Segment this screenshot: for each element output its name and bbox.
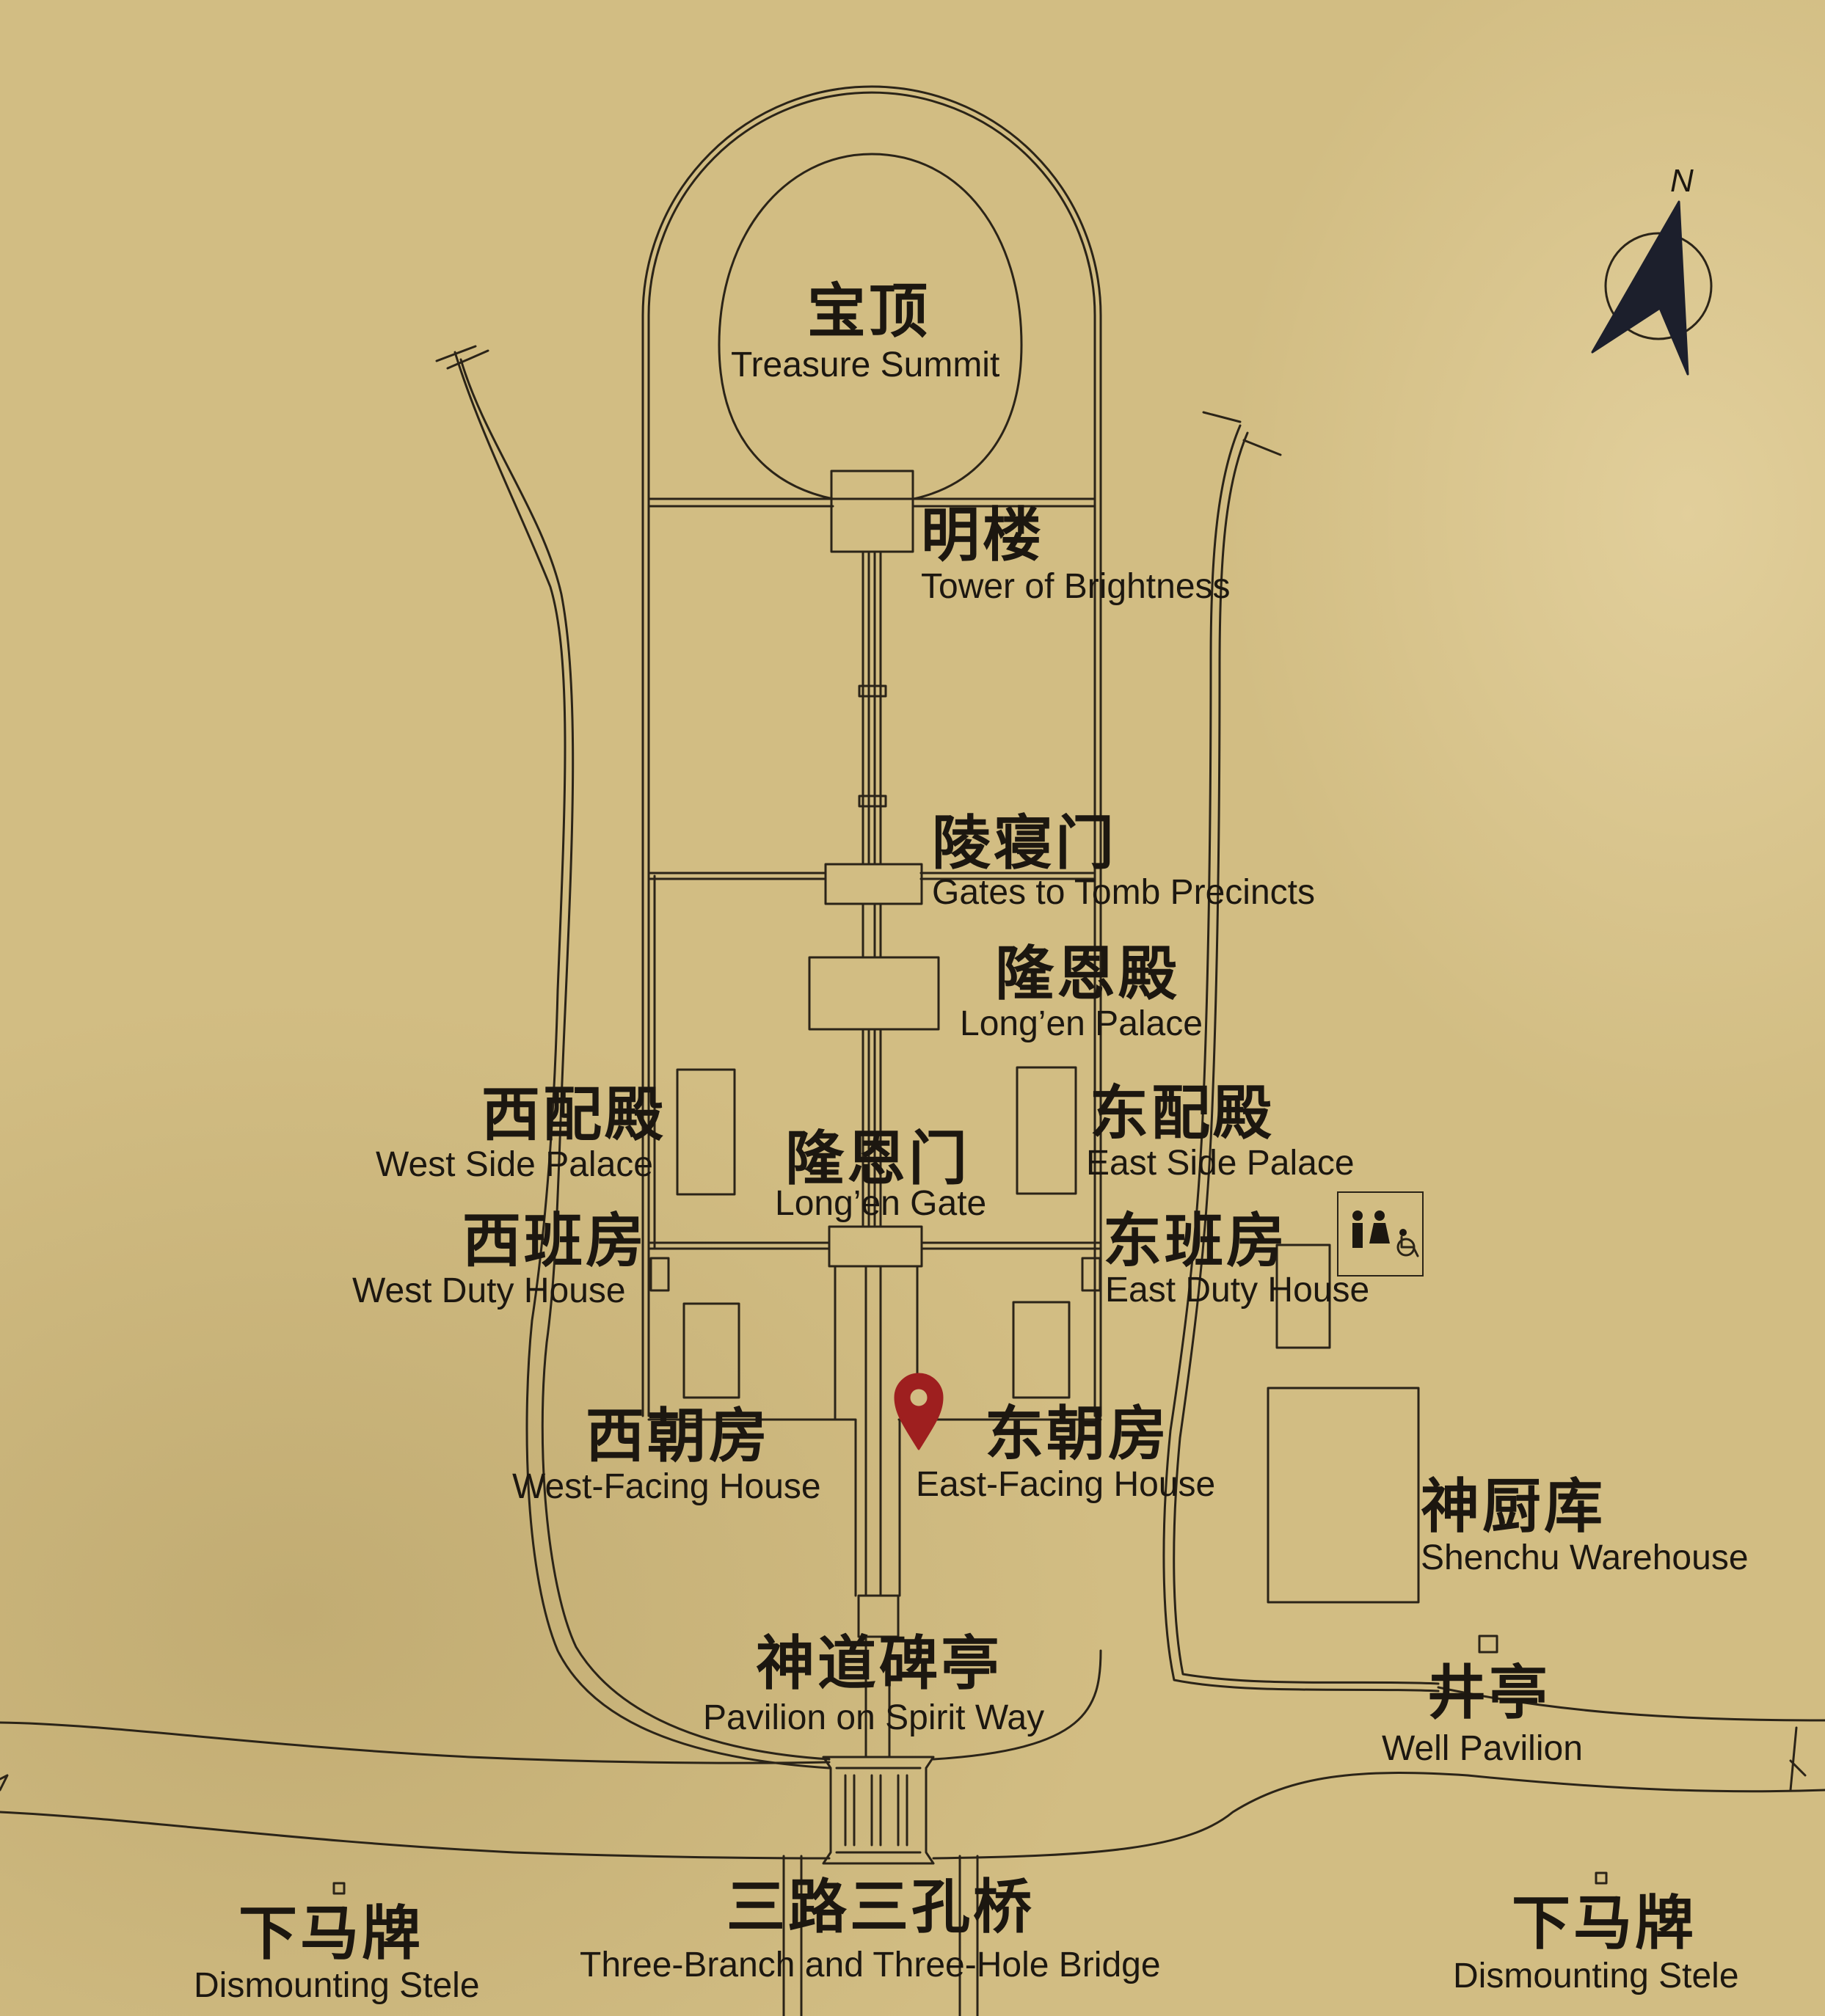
label-dismounting-stele-west-zh: 下马牌 [238,1899,423,1968]
central-axis-path [834,550,919,1758]
label-three-branch-bridge-zh: 三路三孔桥 [726,1873,1035,1941]
label-west-duty-house-zh: 西班房 [462,1207,647,1275]
tomb-enclosure-outline [641,85,1102,1417]
label-east-side-palace-zh: 东配殿 [1090,1079,1275,1147]
tomb-gate-building [824,863,923,905]
restroom-icon [1352,1210,1407,1248]
label-pavilion-spirit-way-zh: 神道碑亭 [756,1629,1002,1698]
label-treasure-summit-zh: 宝顶 [807,277,930,346]
label-tower-of-brightness-zh: 明楼 [921,501,1044,569]
location-pin-icon[interactable] [894,1373,944,1450]
west-stream [435,345,831,1770]
duty-annex-building [1275,1243,1331,1349]
dismounting-stele-east-marker [1595,1871,1608,1885]
label-pavilion-spirit-way-en: Pavilion on Spirit Way [703,1698,1045,1737]
three-hole-bridge [782,1756,979,2016]
label-gates-to-tomb-precincts-en: Gates to Tomb Precincts [932,873,1315,912]
label-treasure-summit-en: Treasure Summit [731,346,1000,384]
compass-icon [1591,200,1713,376]
label-longen-gate-zh: 隆恩门 [785,1125,970,1193]
label-west-side-palace-en: West Side Palace [376,1145,653,1184]
compass-north-label: N [1670,163,1694,199]
label-dismounting-stele-east-zh: 下马牌 [1512,1889,1697,1957]
label-shenchu-warehouse-zh: 神厨库 [1421,1472,1606,1541]
east-facing-house-building [1012,1301,1071,1399]
west-duty-house-building [649,1257,670,1292]
label-west-duty-house-en: West Duty House [352,1271,626,1310]
label-west-facing-house-zh: 西朝房 [586,1402,771,1470]
restroom-sign[interactable] [1337,1191,1424,1277]
moat-channels [0,1686,1825,1860]
label-longen-palace-zh: 隆恩殿 [995,940,1180,1008]
label-east-duty-house-en: East Duty House [1105,1271,1370,1310]
tower-of-brightness-building [830,470,914,553]
label-east-side-palace-en: East Side Palace [1086,1144,1355,1183]
label-east-facing-house-zh: 东朝房 [985,1400,1170,1468]
label-longen-gate-en: Long’en Gate [775,1184,987,1223]
longen-gate-building [828,1225,923,1268]
label-tower-of-brightness-en: Tower of Brightness [921,567,1231,606]
label-dismounting-stele-east-en: Dismounting Stele [1453,1957,1739,1995]
longen-palace-building [808,956,940,1031]
well-pavilion-building [1478,1635,1498,1654]
east-stream [932,411,1440,1761]
label-longen-palace-en: Long’en Palace [960,1004,1203,1043]
label-three-branch-bridge-en: Three-Branch and Three-Hole Bridge [580,1946,1161,1984]
west-facing-house-building [682,1302,740,1399]
spirit-way-pavilion-building [857,1594,900,1638]
label-shenchu-warehouse-en: Shenchu Warehouse [1421,1538,1749,1577]
label-east-duty-house-zh: 东班房 [1103,1207,1288,1275]
label-east-facing-house-en: East-Facing House [916,1465,1216,1504]
label-west-side-palace-zh: 西配殿 [481,1081,666,1149]
west-side-palace-building [676,1068,736,1196]
shenchu-warehouse-building [1267,1387,1420,1604]
treasure-summit-mound [718,153,1023,500]
label-west-facing-house-en: West-Facing House [512,1467,821,1506]
wheelchair-glyph [1396,1235,1419,1257]
label-dismounting-stele-west-en: Dismounting Stele [194,1966,480,2005]
label-well-pavilion-zh: 井亭 [1427,1659,1551,1727]
label-well-pavilion-en: Well Pavilion [1382,1729,1583,1768]
east-duty-house-building [1081,1257,1101,1292]
east-side-palace-building [1016,1066,1077,1195]
dismounting-stele-west-marker [332,1882,346,1895]
label-gates-to-tomb-precincts-zh: 陵寝门 [932,809,1117,877]
